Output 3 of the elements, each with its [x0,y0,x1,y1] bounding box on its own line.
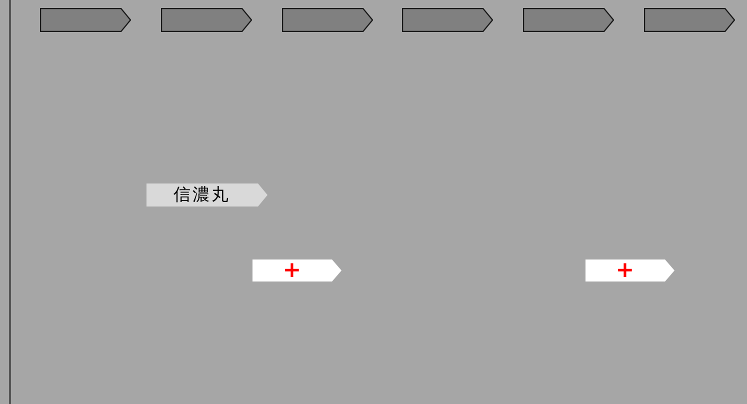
tag-label: 信濃丸 [174,186,230,204]
tag-label: + [282,260,302,282]
tag-label: + [616,260,634,282]
